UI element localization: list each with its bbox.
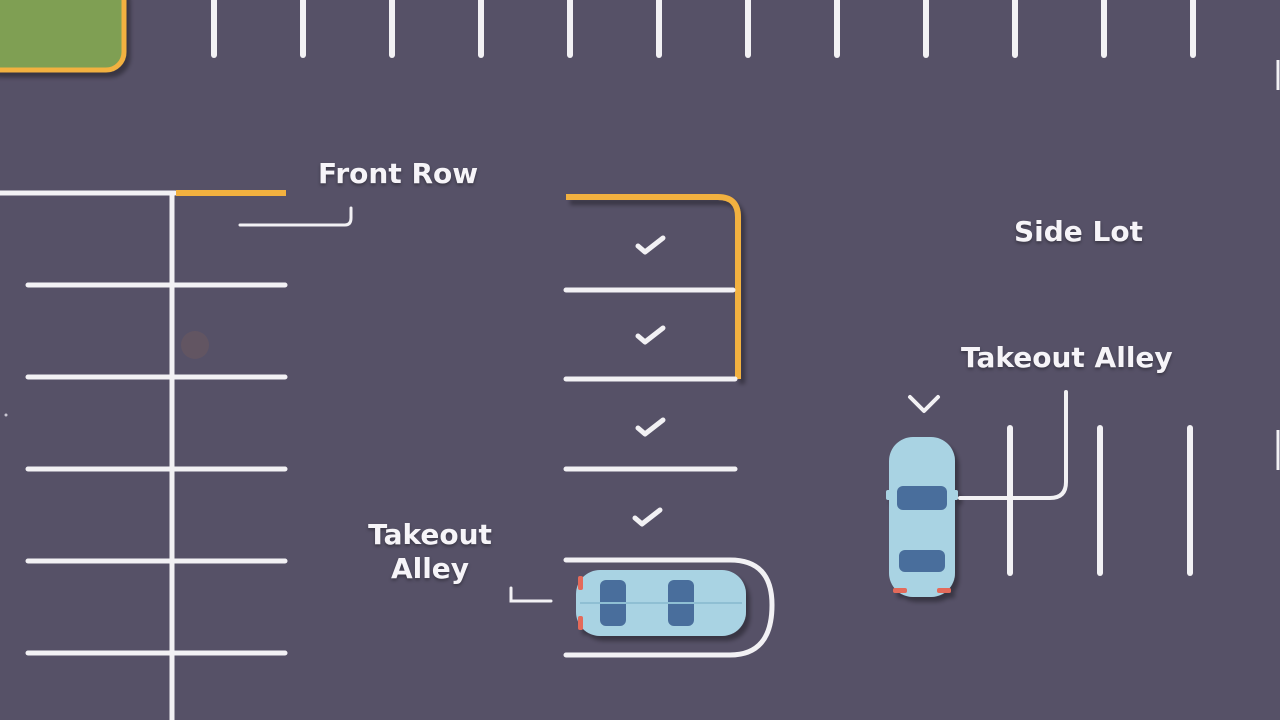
- left-parking-block: [0, 190, 288, 720]
- middle-reserved-block: [563, 194, 775, 658]
- front-row-leader-line: [238, 206, 353, 227]
- grass-island: [0, 0, 127, 73]
- top-row-stall-lines: [211, 0, 1196, 58]
- takeout-alley-left-line1: Takeout: [368, 518, 492, 551]
- chevron-down-icon: [908, 395, 940, 413]
- side-lot-label: Side Lot: [1014, 215, 1144, 248]
- takeout-alley-left-line2: Alley: [390, 552, 470, 585]
- takeout-alley-left-leader: [509, 586, 553, 603]
- checkmark-icon: [635, 235, 666, 255]
- car-icon: [886, 437, 958, 597]
- car-icon: [576, 570, 746, 636]
- checkmark-icon: [635, 325, 666, 345]
- takeout-alley-stall-lines: [1007, 425, 1193, 576]
- front-row-label: Front Row: [318, 157, 479, 190]
- takeout-alley-right-label: Takeout Alley: [961, 341, 1173, 374]
- takeout-alley-left-label: Takeout Alley: [340, 518, 520, 586]
- takeout-alley-right-leader: [958, 390, 1068, 500]
- checkmark-icon: [635, 417, 666, 437]
- checkmark-icon: [632, 507, 663, 527]
- edge-dot-left: [4, 413, 8, 417]
- light-reflection: [181, 331, 209, 359]
